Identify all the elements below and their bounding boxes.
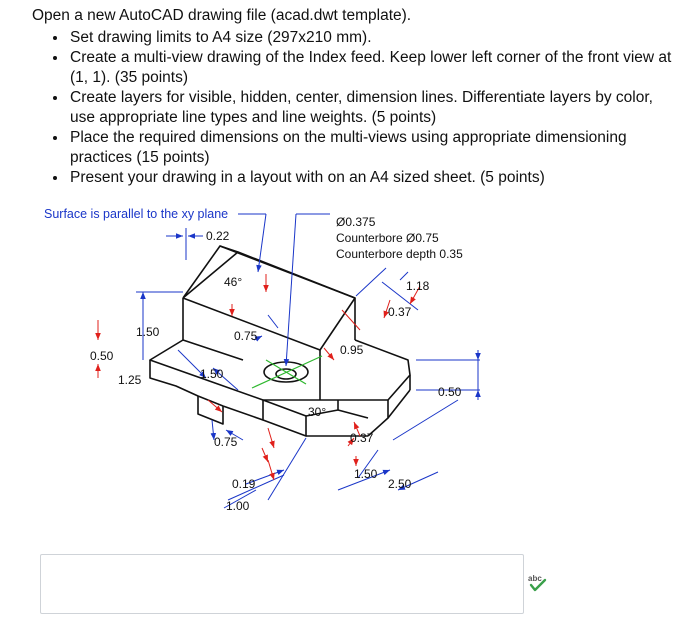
dim-label: 1.00 — [226, 499, 250, 513]
spellcheck-icon[interactable]: abc — [526, 572, 550, 594]
dim-label: Counterbore Ø0.75 — [336, 231, 439, 245]
question-text: Open a new AutoCAD drawing file (acad.dw… — [32, 6, 672, 188]
center-lines — [251, 355, 323, 389]
list-item: Create layers for visible, hidden, cente… — [68, 88, 672, 128]
dimension-lines-blue — [136, 213, 481, 509]
list-item: Set drawing limits to A4 size (297x210 m… — [68, 28, 672, 48]
dim-label: Ø0.375 — [336, 215, 376, 229]
dim-label: 0.50 — [438, 385, 462, 399]
dim-label: 46° — [224, 275, 242, 289]
dim-label: 0.37 — [350, 431, 374, 445]
dim-label: 0.75 — [214, 435, 238, 449]
dim-label: 2.50 — [388, 477, 412, 491]
surface-note: Surface is parallel to the xy plane — [44, 207, 228, 221]
dim-label: 0.50 — [90, 349, 114, 363]
dim-label: 0.22 — [206, 229, 230, 243]
svg-text:abc: abc — [528, 574, 542, 583]
dim-label: 0.37 — [388, 305, 412, 319]
isometric-drawing: Surface is parallel to the xy plane 0.22… — [44, 207, 481, 513]
dim-label: 1.25 — [118, 373, 142, 387]
list-item: Place the required dimensions on the mul… — [68, 128, 672, 168]
list-item: Create a multi-view drawing of the Index… — [68, 48, 672, 88]
dimension-lines-red — [95, 274, 421, 481]
dim-label: 0.75 — [234, 329, 258, 343]
dim-label: 0.19 — [232, 477, 256, 491]
dim-label: 1.50 — [200, 367, 224, 381]
question-title: Open a new AutoCAD drawing file (acad.dw… — [32, 7, 412, 24]
dim-label: 0.95 — [340, 343, 364, 357]
requirements-list: Set drawing limits to A4 size (297x210 m… — [32, 28, 672, 188]
dimension-labels: Surface is parallel to the xy plane 0.22… — [44, 207, 463, 513]
index-feed-figure: Surface is parallel to the xy plane 0.22… — [38, 200, 486, 538]
dim-label: 1.50 — [354, 467, 378, 481]
object-outline — [149, 245, 411, 437]
answer-input[interactable] — [40, 554, 524, 614]
dim-label: 1.18 — [406, 279, 430, 293]
dim-label: Counterbore depth 0.35 — [336, 247, 463, 261]
list-item: Present your drawing in a layout with on… — [68, 168, 672, 188]
dim-label: 1.50 — [136, 325, 160, 339]
dim-label: 30° — [308, 405, 326, 419]
